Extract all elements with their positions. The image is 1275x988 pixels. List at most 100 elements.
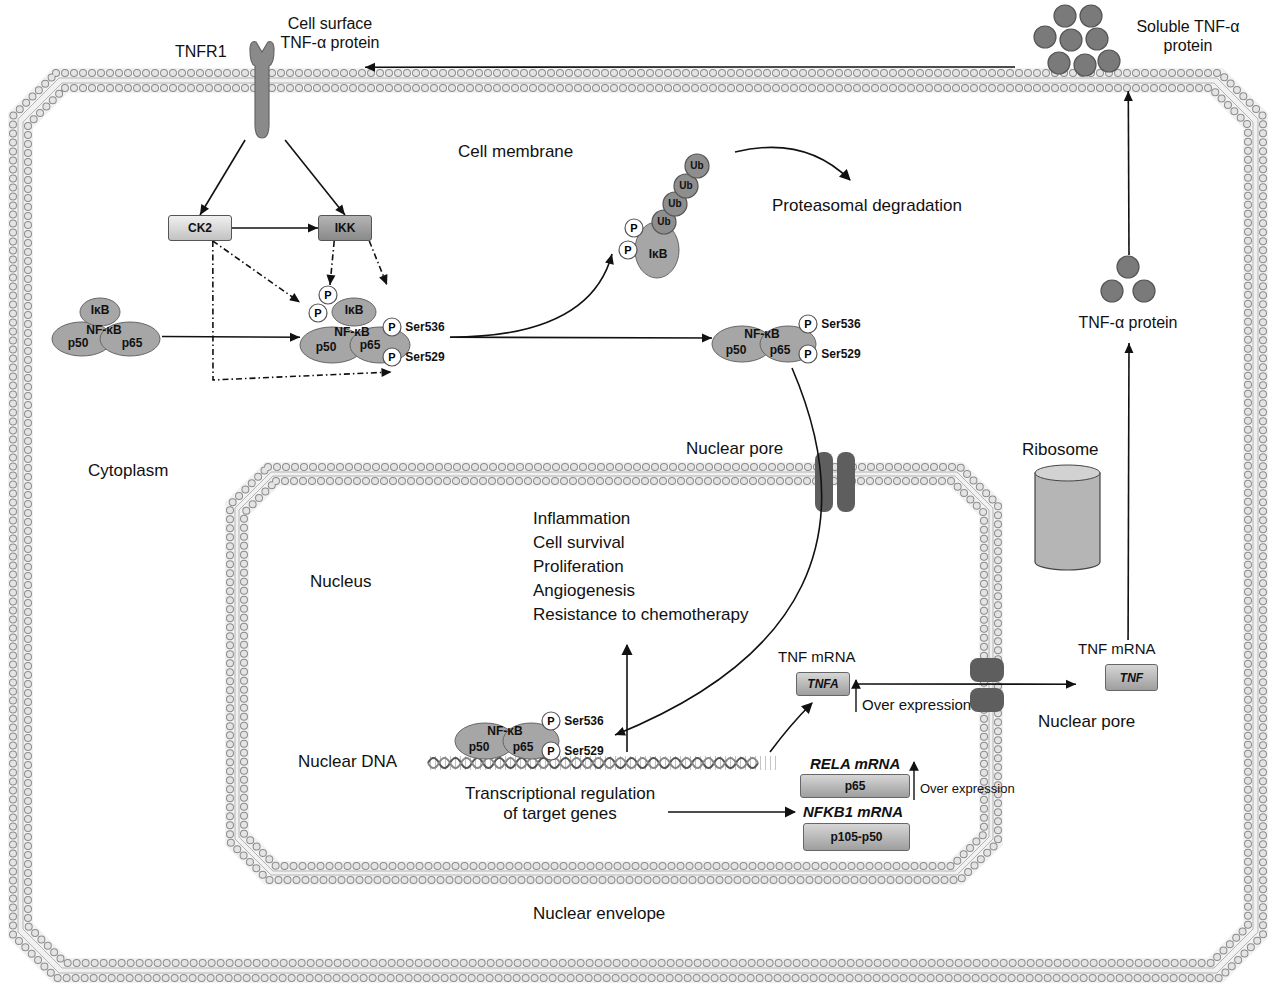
molecule-label: NF-κB: [487, 725, 522, 737]
lipid-tail: [23, 83, 1253, 968]
text-label: Nuclear pore: [1038, 712, 1135, 732]
text-label: Inflammation: [533, 509, 630, 529]
circle-shape: [1101, 280, 1123, 302]
phospho-label: P: [388, 322, 395, 333]
molecule-shapes: [1015, 3, 1250, 91]
circle-shape: [542, 712, 560, 730]
molecule-label: IκB: [91, 304, 110, 316]
ribosome: Ribosome: [1020, 438, 1120, 573]
arrowhead: [1066, 680, 1076, 689]
lipid-tail: [18, 78, 1258, 973]
connector: [365, 63, 1015, 72]
molecule-label: Ser529: [564, 745, 603, 757]
text-label: Over expression: [920, 781, 1015, 797]
arrowhead: [289, 293, 300, 302]
cell-membrane-band: [8, 68, 1268, 983]
text-label: Cell surface TNF-α protein: [270, 14, 390, 52]
connector: [369, 241, 387, 285]
ellipse-shape: [1035, 465, 1100, 481]
connector: [1124, 343, 1133, 640]
circle-shape: [619, 241, 637, 259]
connector-line: [615, 368, 822, 735]
molecule-label: NF-κB: [86, 324, 121, 336]
arrow: [668, 811, 795, 813]
text-label: Nuclear envelope: [533, 904, 665, 924]
nuclear-pore: [837, 452, 855, 512]
molecule-label: Ser536: [821, 318, 860, 330]
arrowhead: [308, 224, 318, 233]
arrow: [913, 762, 914, 800]
connector: [232, 224, 318, 233]
arrowhead: [326, 275, 335, 285]
node-label: Ribosome: [1022, 440, 1099, 460]
circle-shape: [1074, 54, 1096, 76]
protein-complex: PPIκBNF-κBp50p65PSer536PSer529: [300, 285, 450, 372]
phospho-label: P: [388, 352, 395, 363]
connector-line: [285, 140, 345, 215]
node-text: p105-p50: [830, 830, 882, 844]
phospho-label: P: [804, 319, 811, 330]
molecule-label: p50: [68, 337, 89, 349]
arrow: [735, 147, 850, 180]
molecule-label: Ser529: [821, 348, 860, 360]
arrowhead: [335, 204, 345, 215]
mrna-heading: RELA mRNA: [810, 755, 900, 773]
molecule-label: Ub: [668, 199, 681, 209]
mrna-box: RELA mRNAp65: [800, 755, 912, 800]
text-label: Cell membrane: [458, 142, 573, 162]
molecule-label: IκB: [649, 248, 668, 260]
protein-cluster: Soluble TNF-α protein: [1015, 3, 1251, 91]
connector: [615, 368, 822, 735]
molecule-label: Ser529: [405, 351, 444, 363]
phospho-label: P: [547, 716, 554, 727]
circle-shape: [799, 345, 817, 363]
kinase-box: IKK: [318, 215, 372, 241]
lipid-heads: [13, 73, 1263, 978]
connector-line: [365, 66, 1015, 68]
circle-shape: [309, 304, 327, 322]
molecule-label: Ub: [657, 217, 670, 227]
connector-line: [213, 241, 300, 302]
connector: [213, 241, 300, 302]
text-label: Resistance to chemotherapy: [533, 605, 748, 625]
arrowhead: [615, 727, 626, 735]
molecule-label: Ub: [690, 161, 703, 171]
phospho-label: P: [324, 290, 331, 301]
circle-shape: [1048, 52, 1070, 74]
arrowhead: [605, 254, 614, 265]
node-label: TNF-α protein: [1058, 313, 1198, 332]
connector: [450, 333, 712, 342]
connector-line: [1127, 91, 1129, 255]
molecule-label: p50: [726, 344, 747, 356]
connector-line: [232, 227, 318, 229]
phospho-label: P: [624, 245, 631, 256]
node-text: TNFA: [807, 677, 838, 691]
arrowhead: [379, 274, 387, 285]
dna-strand: [428, 758, 758, 768]
arrow: [770, 703, 812, 752]
gene-box: p65: [800, 774, 910, 798]
ellipse-shape: [80, 298, 120, 326]
arrowhead: [1124, 343, 1133, 353]
connector: [162, 333, 300, 342]
arrowhead: [381, 368, 391, 377]
text-label: Transcriptional regulation of target gen…: [460, 784, 660, 825]
protein-complex: IκB NF-κBp50 p65: [52, 295, 162, 357]
lipid-heads: [230, 467, 998, 880]
node-text: IKK: [335, 221, 356, 235]
lipid-tail: [235, 472, 993, 875]
lipid-heads: [28, 88, 1248, 963]
circle-shape: [1080, 5, 1102, 27]
lipid-tail: [239, 476, 989, 871]
circle-shape: [799, 315, 817, 333]
circle-shape: [1133, 280, 1155, 302]
node-label: Soluble TNF-α protein: [1127, 17, 1249, 55]
nuclear-pore: [970, 658, 1004, 682]
molecule-label: p65: [122, 337, 143, 349]
molecule-label: Ser536: [405, 321, 444, 333]
circle-shape: [625, 219, 643, 237]
arrow: [626, 645, 628, 752]
molecule-label: p65: [360, 339, 381, 351]
phospho-label: P: [630, 223, 637, 234]
